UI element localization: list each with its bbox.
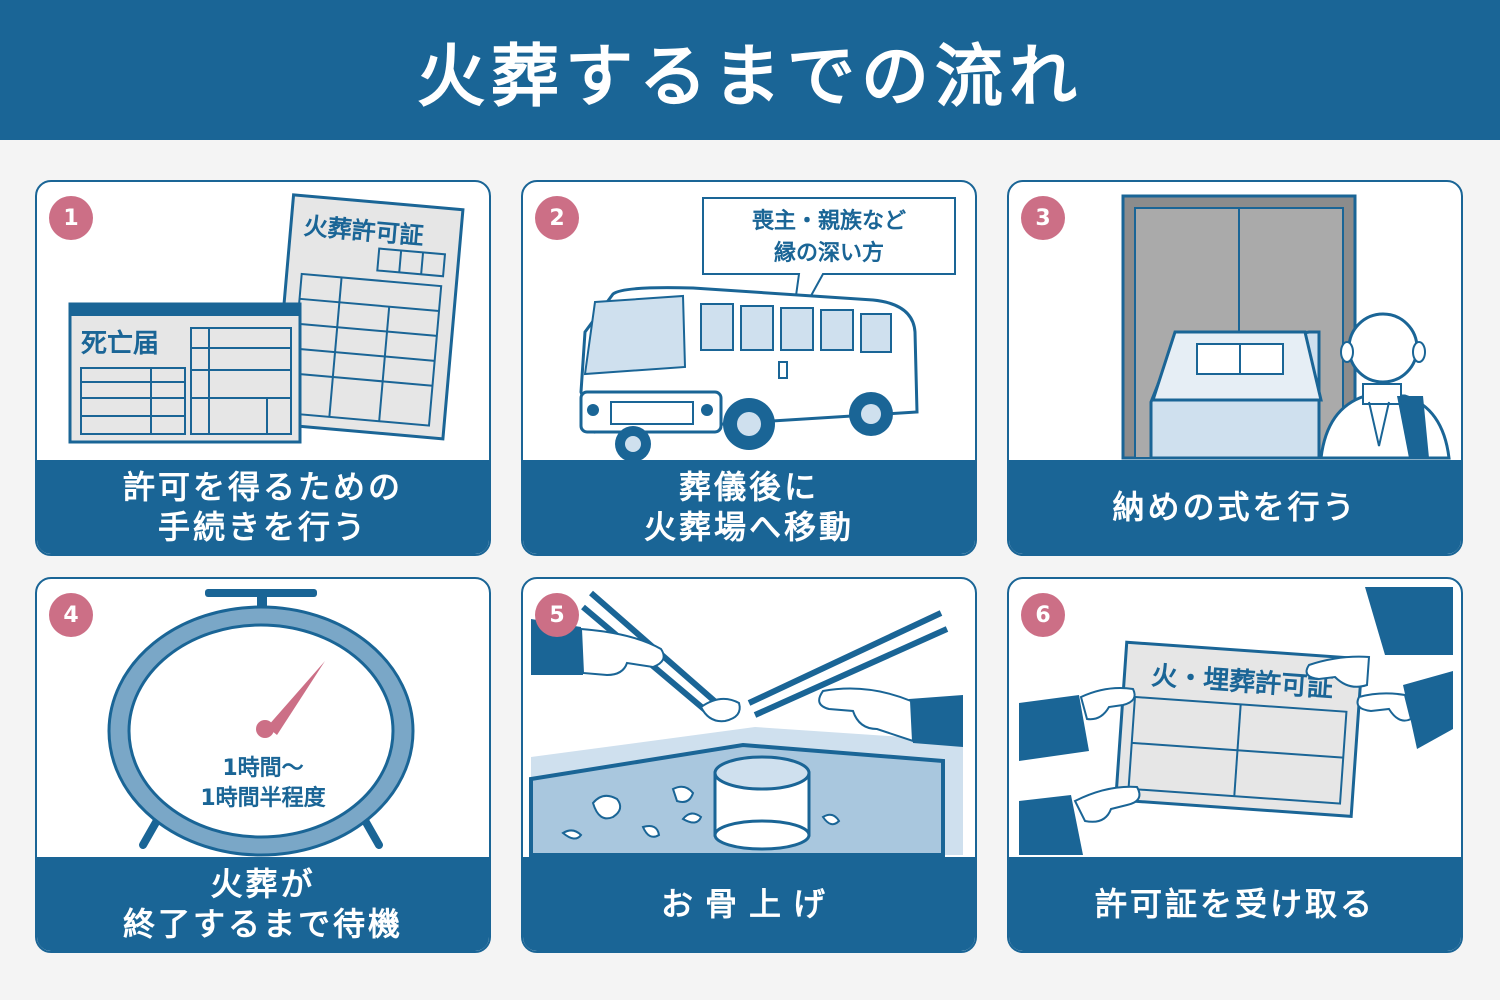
coffin-icon	[1149, 330, 1323, 460]
certificate-icon: 火・埋葬許可証	[1114, 640, 1364, 818]
page-title: 火葬するまでの流れ	[416, 37, 1083, 117]
cremation-furnace-illustration	[1009, 182, 1461, 464]
caption-line-2: 終了するまで待機	[122, 905, 403, 943]
step-card-4: 4 1時間～ 1時間半程度 火葬が 終了するまで待機	[35, 577, 491, 953]
bubble-line-2: 縁の深い方	[774, 240, 884, 266]
bus-icon	[579, 286, 919, 462]
certificate-handover-illustration: 火・埋葬許可証	[1009, 579, 1461, 861]
step-caption: お骨上げ	[523, 857, 975, 951]
caption-line-2: 火葬場へ移動	[643, 508, 854, 546]
caption-line-2: 手続きを行う	[157, 508, 368, 546]
step-number-badge: 4	[49, 593, 93, 637]
step-number-badge: 5	[535, 593, 579, 637]
step-caption: 納めの式を行う	[1009, 460, 1461, 554]
timer-line-1: 1時間～	[222, 756, 303, 781]
hand-icons	[1073, 655, 1413, 823]
bone-picking-illustration	[523, 579, 975, 861]
header-banner: 火葬するまでの流れ	[0, 0, 1500, 140]
step-number-badge: 2	[535, 196, 579, 240]
bubble-line-1: 喪主・親族など	[752, 208, 906, 234]
right-hand-icon	[818, 687, 963, 747]
step-caption: 許可証を受け取る	[1009, 857, 1461, 951]
step-card-3: 3 納めの式を行う	[1007, 180, 1463, 556]
urn-icon	[713, 755, 811, 851]
cremation-permit-document-icon: 火葬許可証	[271, 193, 465, 441]
caption-line-1: 許可証を受け取る	[1094, 885, 1375, 923]
step-caption: 葬儀後に 火葬場へ移動	[523, 460, 975, 554]
monk-icon	[1319, 312, 1451, 460]
doc-left-title: 死亡届	[81, 328, 159, 359]
speech-bubble-icon: 喪主・親族など 縁の深い方	[702, 197, 956, 333]
caption-line-1: 許可を得るための	[122, 468, 403, 506]
step-card-2: 2 喪主・親族など 縁の深い方	[521, 180, 977, 556]
step-number-badge: 6	[1021, 593, 1065, 637]
caption-line-1: 納めの式を行う	[1112, 488, 1358, 526]
step-number-badge: 3	[1021, 196, 1065, 240]
death-notice-document-icon: 死亡届	[68, 302, 302, 444]
stopwatch-icon: 1時間～ 1時間半程度	[107, 589, 415, 857]
step-caption: 火葬が 終了するまで待機	[37, 857, 489, 951]
step-caption: 許可を得るための 手続きを行う	[37, 460, 489, 554]
step-card-1: 1 火葬許可証 死亡届	[35, 180, 491, 556]
caption-line-1: 葬儀後に	[678, 468, 819, 506]
step-card-6: 6 火・埋葬許可証 許可証を受け取る	[1007, 577, 1463, 953]
step-number-badge: 1	[49, 196, 93, 240]
timer-illustration: 1時間～ 1時間半程度	[37, 579, 489, 861]
timer-line-2: 1時間半程度	[200, 785, 326, 811]
caption-line-1: 火葬が	[210, 865, 316, 903]
bus-illustration: 喪主・親族など 縁の深い方	[523, 182, 975, 464]
caption-line-1: お骨上げ	[660, 885, 837, 923]
step-card-5: 5	[521, 577, 977, 953]
documents-illustration: 火葬許可証 死亡届	[37, 182, 489, 464]
sleeve-icons	[1019, 587, 1453, 855]
